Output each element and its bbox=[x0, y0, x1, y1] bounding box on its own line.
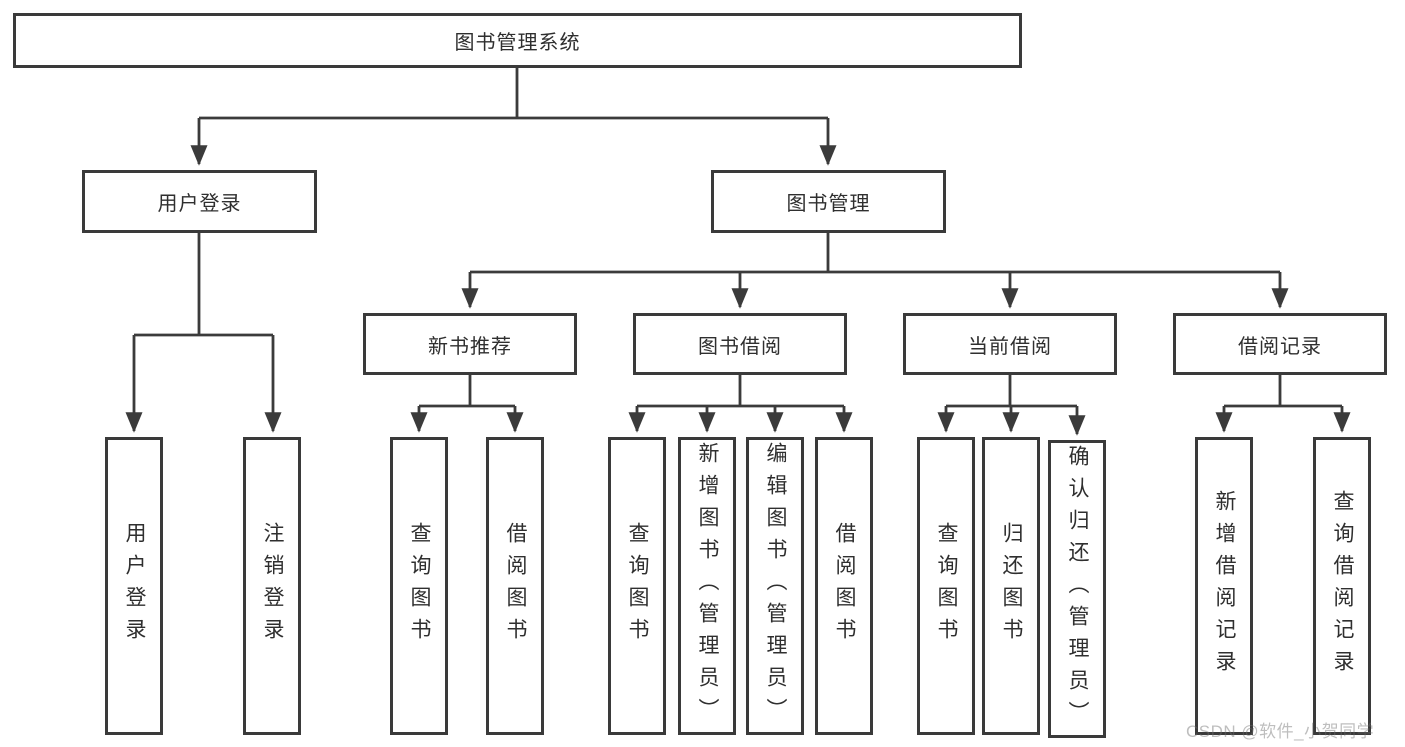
node-add-borrow-record: 新增借阅记录 bbox=[1195, 437, 1253, 735]
node-return-books: 归还图书 bbox=[982, 437, 1040, 735]
node-edit-books-admin: 编辑图书（管理员） bbox=[746, 437, 804, 735]
node-confirm-return-admin: 确认归还（管理员） bbox=[1048, 440, 1106, 738]
node-borrow-books-1: 借阅图书 bbox=[486, 437, 544, 735]
watermark: CSDN @软件_小贺同学 bbox=[1186, 722, 1375, 741]
node-query-borrow-record: 查询借阅记录 bbox=[1313, 437, 1371, 735]
node-query-books-1: 查询图书 bbox=[390, 437, 448, 735]
node-query-books-3: 查询图书 bbox=[917, 437, 975, 735]
node-query-books-2: 查询图书 bbox=[608, 437, 666, 735]
node-add-books-admin: 新增图书（管理员） bbox=[678, 437, 736, 735]
node-borrow-records: 借阅记录 bbox=[1173, 313, 1387, 375]
node-logout: 注销登录 bbox=[243, 437, 301, 735]
node-library-system: 图书管理系统 bbox=[13, 13, 1022, 68]
node-new-book-recommend: 新书推荐 bbox=[363, 313, 577, 375]
node-user-login: 用户登录 bbox=[82, 170, 317, 233]
node-borrow-books-2: 借阅图书 bbox=[815, 437, 873, 735]
node-book-management: 图书管理 bbox=[711, 170, 946, 233]
node-user-login-leaf: 用户登录 bbox=[105, 437, 163, 735]
node-book-borrow: 图书借阅 bbox=[633, 313, 847, 375]
node-current-borrow: 当前借阅 bbox=[903, 313, 1117, 375]
